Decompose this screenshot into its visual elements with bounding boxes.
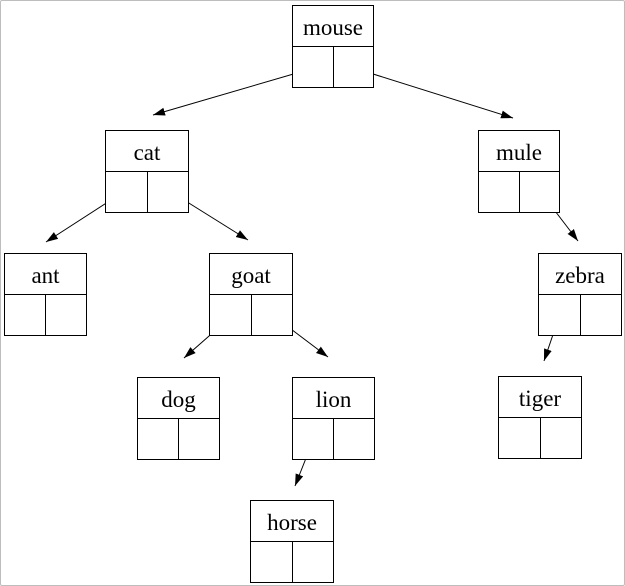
pointer-arrow-mouse-cat	[152, 67, 315, 116]
left-pointer-cell	[293, 47, 334, 87]
node-pointer-cells	[138, 419, 219, 459]
right-pointer-cell	[520, 172, 560, 212]
right-pointer-cell	[179, 419, 219, 459]
node-label: goat	[210, 254, 292, 295]
left-pointer-cell	[251, 542, 293, 582]
pointer-arrow-mouse-mule	[353, 67, 514, 119]
node-pointer-cells	[210, 295, 292, 335]
tree-node-cat: cat	[105, 130, 189, 213]
left-pointer-cell	[293, 419, 334, 459]
node-label: zebra	[539, 254, 621, 295]
right-pointer-cell	[252, 295, 293, 335]
tree-node-mule: mule	[478, 130, 560, 213]
node-label: tiger	[499, 377, 581, 418]
node-pointer-cells	[479, 172, 559, 212]
left-pointer-cell	[539, 295, 581, 335]
node-label: lion	[293, 378, 374, 419]
tree-node-mouse: mouse	[292, 5, 374, 88]
tree-node-ant: ant	[4, 253, 87, 336]
left-pointer-cell	[499, 418, 541, 458]
node-pointer-cells	[106, 172, 188, 212]
tree-node-goat: goat	[209, 253, 293, 336]
node-label: dog	[138, 378, 219, 419]
tree-node-zebra: zebra	[538, 253, 622, 336]
node-label: horse	[251, 501, 333, 542]
left-pointer-cell	[479, 172, 520, 212]
tree-node-dog: dog	[137, 377, 220, 460]
right-pointer-cell	[334, 47, 374, 87]
right-pointer-cell	[148, 172, 189, 212]
node-pointer-cells	[539, 295, 621, 335]
left-pointer-cell	[5, 295, 46, 335]
right-pointer-cell	[581, 295, 622, 335]
left-pointer-cell	[138, 419, 179, 459]
left-pointer-cell	[210, 295, 252, 335]
node-label: mouse	[293, 6, 373, 47]
tree-node-lion: lion	[292, 377, 375, 460]
node-pointer-cells	[293, 419, 374, 459]
node-label: ant	[5, 254, 86, 295]
node-pointer-cells	[499, 418, 581, 458]
node-pointer-cells	[5, 295, 86, 335]
right-pointer-cell	[46, 295, 86, 335]
right-pointer-cell	[541, 418, 582, 458]
node-pointer-cells	[251, 542, 333, 582]
node-label: cat	[106, 131, 188, 172]
node-label: mule	[479, 131, 559, 172]
tree-node-horse: horse	[250, 500, 334, 583]
right-pointer-cell	[334, 419, 374, 459]
node-pointer-cells	[293, 47, 373, 87]
tree-node-tiger: tiger	[498, 376, 582, 459]
right-pointer-cell	[293, 542, 334, 582]
left-pointer-cell	[106, 172, 148, 212]
